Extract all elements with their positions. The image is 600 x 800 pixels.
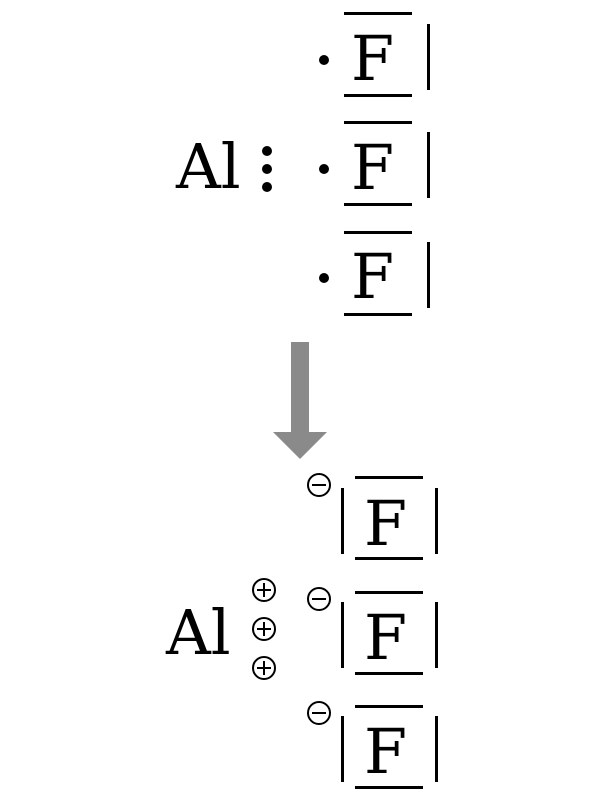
fluorine-lone-pair-bottom-3 — [344, 313, 412, 316]
fluoride-lone-pair-top-3 — [355, 705, 423, 708]
fluoride-lone-pair-top-1 — [355, 476, 423, 479]
aluminum-valence-electron-top — [262, 146, 272, 156]
fluorine-lone-pair-bottom-1 — [344, 94, 412, 97]
minus-circle-icon — [307, 587, 331, 611]
minus-circle-icon — [307, 473, 331, 497]
aluminum-symbol-before: Al — [176, 130, 241, 203]
plus-circle-icon — [252, 656, 276, 680]
fluorine-radical-electron-2 — [319, 164, 329, 174]
fluorine-radical-electron-1 — [319, 55, 329, 65]
fluorine-lone-pair-top-2 — [344, 121, 412, 124]
fluoride-lone-pair-top-2 — [355, 591, 423, 594]
aluminum-valence-electron-middle — [262, 164, 272, 174]
fluorine-lone-pair-bottom-2 — [344, 203, 412, 206]
fluoride-lone-pair-bottom-2 — [355, 672, 423, 675]
fluorine-symbol-after-1: F — [364, 487, 408, 560]
fluorine-lone-pair-right-1 — [427, 24, 430, 90]
fluoride-lone-pair-bottom-3 — [355, 786, 423, 789]
fluorine-lone-pair-right-3 — [427, 242, 430, 308]
fluoride-lone-pair-bottom-1 — [355, 557, 423, 560]
fluorine-lone-pair-right-2 — [427, 132, 430, 198]
fluoride-lone-pair-left-3 — [341, 716, 344, 782]
plus-circle-icon — [252, 578, 276, 602]
fluoride-lone-pair-left-1 — [341, 488, 344, 554]
plus-circle-icon — [252, 617, 276, 641]
fluorine-symbol-after-2: F — [364, 601, 408, 674]
fluoride-lone-pair-left-2 — [341, 602, 344, 668]
fluorine-symbol-after-3: F — [364, 715, 408, 788]
fluorine-radical-electron-3 — [319, 273, 329, 283]
fluorine-symbol-before-3: F — [351, 240, 395, 313]
aluminum-valence-electron-bottom — [262, 182, 272, 192]
fluorine-lone-pair-top-3 — [344, 231, 412, 234]
fluoride-lone-pair-right-2 — [435, 602, 438, 668]
fluoride-lone-pair-right-3 — [435, 716, 438, 782]
aluminum-symbol-after: Al — [166, 596, 231, 669]
fluorine-lone-pair-top-1 — [344, 12, 412, 15]
fluoride-lone-pair-right-1 — [435, 488, 438, 554]
fluorine-symbol-before-2: F — [351, 131, 395, 204]
fluorine-symbol-before-1: F — [351, 22, 395, 95]
minus-circle-icon — [307, 701, 331, 725]
